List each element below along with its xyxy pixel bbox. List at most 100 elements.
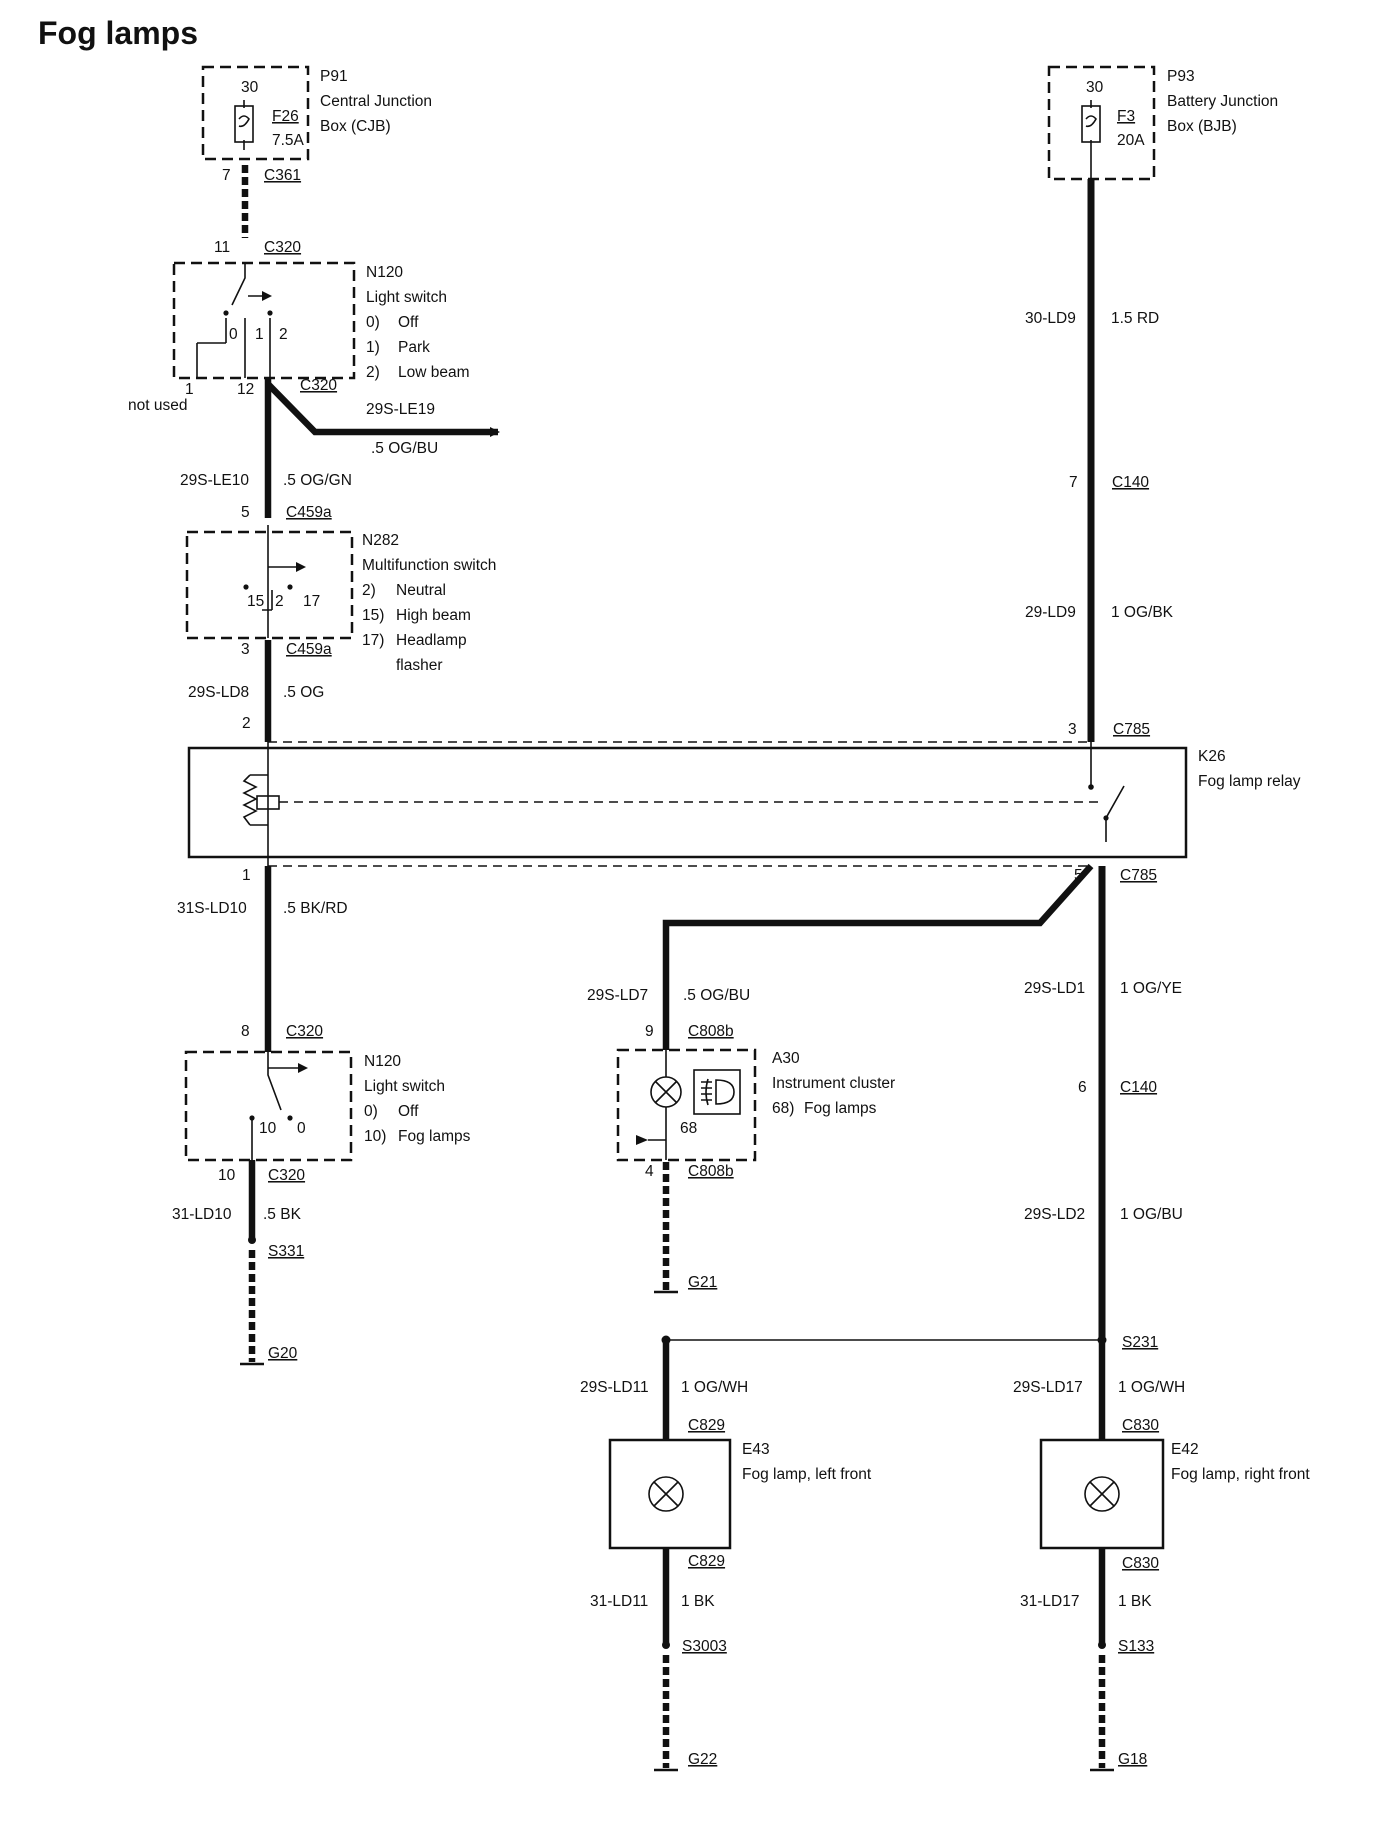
wire-29s-le19 <box>265 381 500 437</box>
diagram-label: 29S-LD17 <box>1013 1379 1083 1396</box>
a30-ref: A30 <box>772 1050 800 1067</box>
diagram-label: 1 <box>242 867 251 884</box>
diagram-label: 30-LD9 <box>1025 310 1076 327</box>
ground-g21: G21 <box>688 1274 717 1291</box>
diagram-graphic <box>267 1052 298 1111</box>
diagram-label: .5 OG/GN <box>283 472 352 489</box>
connector-c459a-a: C459a <box>286 504 332 521</box>
diagram-graphic <box>267 310 273 316</box>
diagram-graphic <box>185 530 354 640</box>
ground-g20: G20 <box>268 1345 298 1362</box>
diagram-label: Battery Junction <box>1167 93 1278 110</box>
diagram-label: 0) <box>364 1103 378 1120</box>
wire-29s-ld7 <box>662 863 1094 1050</box>
diagram-label: 15) <box>362 607 384 624</box>
diagram-label: Light switch <box>366 289 447 306</box>
diagram-label: 2 <box>242 715 251 732</box>
diagram-label: 2) <box>366 364 380 381</box>
diagram-label: 9 <box>645 1023 654 1040</box>
diagram-label: Park <box>398 339 430 356</box>
diagram-label: 7 <box>222 167 231 184</box>
diagram-graphic <box>238 100 250 150</box>
p91-central-junction-box: 30 F26 7.5A P91 Central Junction Box (CJ… <box>201 65 432 161</box>
splice-s331 <box>248 1236 256 1244</box>
diagram-label: Fog lamps <box>804 1100 877 1117</box>
diagram-label: 1 OG/YE <box>1120 980 1182 997</box>
fuse-icon <box>234 105 254 143</box>
diagram-label: 1 <box>185 381 194 398</box>
diagram-label: 10 <box>259 1120 277 1137</box>
diagram-label: 10) <box>364 1128 386 1145</box>
diagram-label: 2 <box>275 593 284 610</box>
diagram-label: 29S-LE10 <box>180 472 249 489</box>
diagram-label: 0 <box>229 326 238 343</box>
diagram-label: Fog lamp relay <box>1198 773 1301 790</box>
connector-c808b-b: C808b <box>688 1163 734 1180</box>
diagram-label: 3 <box>241 641 250 658</box>
diagram-label: 2) <box>362 582 376 599</box>
diagram-label: Instrument cluster <box>772 1075 895 1092</box>
diagram-graphic <box>1089 1481 1115 1507</box>
diagram-label: 1 OG/WH <box>681 1379 748 1396</box>
n120-bottom-ref: N120 <box>364 1053 401 1070</box>
e43-fog-lamp-left-front: E43 Fog lamp, left front <box>608 1438 872 1550</box>
p91-ref: P91 <box>320 68 348 85</box>
diagram-graphic <box>701 1078 735 1106</box>
diagram-label: 7 <box>1069 474 1078 491</box>
splice-s231-label: S231 <box>1122 1334 1158 1351</box>
warning-lamp-icon <box>650 1076 682 1108</box>
diagram-label: Neutral <box>396 582 446 599</box>
diagram-label: Fog lamp, right front <box>1171 1466 1310 1483</box>
diagram-graphic <box>1047 65 1156 181</box>
diagram-label: 29S-LD8 <box>188 684 249 701</box>
connector-c830-b: C830 <box>1122 1555 1159 1572</box>
not-used-label: not used <box>128 397 187 414</box>
diagram-label: 29-LD9 <box>1025 604 1076 621</box>
diagram-graphic <box>298 1063 308 1073</box>
diagram-label: 1 OG/BU <box>1120 1206 1183 1223</box>
diagram-label: 29S-LE19 <box>366 401 435 418</box>
diagram-graphic <box>608 1438 732 1550</box>
diagram-label: 17) <box>362 632 384 649</box>
diagram-label: 68) <box>772 1100 794 1117</box>
diagram-label: 31-LD17 <box>1020 1593 1079 1610</box>
n282-ref: N282 <box>362 532 399 549</box>
connector-c830-a: C830 <box>1122 1417 1159 1434</box>
diagram-label: 0 <box>297 1120 306 1137</box>
diagram-label: 68 <box>680 1120 697 1137</box>
diagram-label: flasher <box>396 657 443 674</box>
connector-c808b-a: C808b <box>688 1023 734 1040</box>
n120-light-switch-top: 0 1 2 N120 Light switch 0) Off 1) Park 2… <box>172 261 470 381</box>
diagram-label: Off <box>398 314 419 331</box>
diagram-label: 4 <box>645 1163 654 1180</box>
splice-s3003-label: S3003 <box>682 1638 727 1655</box>
p93-battery-junction-box: 30 F3 20A P93 Battery Junction Box (BJB) <box>1047 65 1278 181</box>
diagram-label: .5 OG/BU <box>683 987 750 1004</box>
diagram-label: 1 OG/WH <box>1118 1379 1185 1396</box>
connector-c459a-b: C459a <box>286 641 332 658</box>
connector-c785-b: C785 <box>1120 867 1157 884</box>
diagram-label: 0) <box>366 314 380 331</box>
diagram-label: .5 OG <box>283 684 324 701</box>
lamp-icon <box>1084 1476 1120 1512</box>
diagram-label: 31-LD10 <box>172 1206 232 1223</box>
diagram-graphic <box>223 310 229 316</box>
fuse-f3-rating: 20A <box>1117 132 1145 149</box>
diagram-label: 6 <box>1078 1079 1087 1096</box>
connector-c320-d: C320 <box>268 1167 305 1184</box>
diagram-label: 30 <box>241 79 259 96</box>
diagram-label: 2 <box>279 326 288 343</box>
diagram-label: Fog lamp, left front <box>742 1466 872 1483</box>
splice-s133-label: S133 <box>1118 1638 1154 1655</box>
n282-multifunction-switch: 15 2 17 N282 Multifunction switch 2) Neu… <box>185 525 496 674</box>
diagram-label: Light switch <box>364 1078 445 1095</box>
diagram-graphic <box>262 291 272 301</box>
connector-c140-b: C140 <box>1120 1079 1157 1096</box>
ground-g22: G22 <box>688 1751 717 1768</box>
diagram-graphic <box>172 261 356 380</box>
diagram-label: 1 OG/BK <box>1111 604 1174 621</box>
diagram-label: 31S-LD10 <box>177 900 247 917</box>
diagram-title: Fog lamps <box>38 15 198 51</box>
